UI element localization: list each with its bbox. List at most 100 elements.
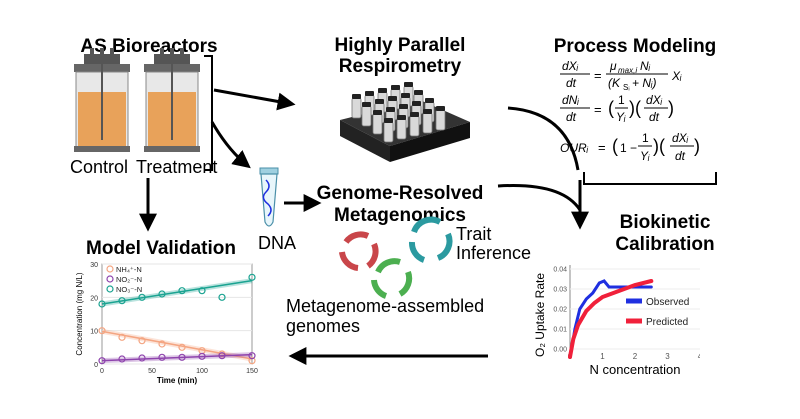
- arrow-to-respirometry: [213, 88, 296, 111]
- y-tick-label: 10: [90, 329, 98, 336]
- y-tick-label: 0.02: [553, 307, 567, 314]
- svg-text:1: 1: [642, 131, 649, 145]
- x-tick-label: 4: [698, 352, 700, 361]
- x-tick-label: 2: [633, 352, 638, 361]
- svg-text:Yᵢ: Yᵢ: [616, 110, 626, 124]
- legend-label: Predicted: [646, 317, 688, 328]
- svg-text:)(: )(: [653, 136, 665, 156]
- mag-green: [371, 258, 413, 299]
- svg-text:Nᵢ: Nᵢ: [640, 59, 651, 73]
- data-point: [158, 353, 166, 361]
- data-point: [118, 297, 126, 305]
- svg-text:dXᵢ: dXᵢ: [646, 93, 663, 107]
- svg-text:dt: dt: [566, 110, 577, 124]
- x-tick-label: 3: [665, 352, 670, 361]
- data-point: [98, 327, 106, 335]
- y-tick-label: 0.00: [553, 347, 567, 354]
- bracket-modeling: [583, 172, 717, 185]
- data-point: [98, 300, 106, 308]
- label-mag-2: genomes: [286, 316, 361, 336]
- y-axis-label: O₂ Uptake Rate: [533, 273, 547, 357]
- data-point: [248, 352, 256, 360]
- svg-text:(: (: [612, 136, 618, 156]
- mag-genomes: [339, 216, 453, 299]
- svg-text:)(: )(: [629, 98, 641, 118]
- svg-text:(K: (K: [608, 76, 621, 90]
- x-tick-label: 50: [148, 368, 156, 375]
- data-point: [118, 333, 126, 341]
- equation-2: dNᵢ dt = ( 1 Yᵢ )( dXᵢ dt ): [560, 93, 674, 124]
- header-calibration-1: Biokinetic: [619, 212, 711, 233]
- respirometer-device: [340, 82, 470, 162]
- svg-text:=: =: [598, 140, 606, 155]
- eq1-lhs: dXᵢ: [562, 59, 579, 73]
- data-point: [158, 290, 166, 298]
- equation-3: OURᵢ = ( 1 − 1 Yᵢ )( dXᵢ dt ): [560, 131, 700, 163]
- header-process-modeling: Process Modeling: [553, 36, 717, 57]
- data-point: [248, 273, 256, 281]
- data-point: [138, 354, 146, 362]
- svg-text:dt: dt: [566, 76, 577, 90]
- data-point: [178, 343, 186, 351]
- label-dna: DNA: [258, 233, 297, 253]
- mag-red: [339, 231, 379, 271]
- mag-teal: [409, 216, 453, 263]
- chart-biokinetic-calibration: 0.000.010.020.030.0401234N concentration…: [533, 265, 700, 377]
- bioreactor-control: [74, 48, 130, 152]
- data-point: [118, 355, 126, 363]
- x-tick-label: 1: [600, 352, 605, 361]
- plot-area: [101, 263, 253, 365]
- data-point: [178, 353, 186, 361]
- series-line: [568, 279, 654, 359]
- data-point: [98, 357, 106, 365]
- svg-text:max,i: max,i: [618, 66, 637, 75]
- svg-text:OURᵢ: OURᵢ: [560, 141, 589, 155]
- data-point: [198, 352, 206, 360]
- svg-text:dt: dt: [675, 149, 686, 163]
- header-calibration-2: Calibration: [615, 234, 715, 255]
- x-tick-label: 100: [196, 368, 208, 375]
- svg-text:Sᵢ: Sᵢ: [623, 83, 630, 92]
- legend-label: NO₂⁻-N: [116, 275, 142, 284]
- y-tick-label: 30: [90, 262, 98, 269]
- label-treatment: Treatment: [136, 157, 218, 177]
- data-point: [218, 293, 226, 301]
- y-tick-label: 0.04: [553, 267, 567, 274]
- svg-text:1 −: 1 −: [620, 141, 637, 155]
- x-axis-label: N concentration: [589, 362, 680, 377]
- legend-label: NO₃⁻-N: [116, 285, 142, 294]
- flow-arrows: [139, 88, 717, 365]
- y-tick-label: 0.01: [553, 327, 567, 334]
- y-axis-label: Concentration (mg N/L): [75, 272, 84, 355]
- label-trait-2: Inference: [456, 243, 532, 263]
- svg-text:+ Nᵢ): + Nᵢ): [632, 76, 657, 90]
- x-tick-label: 150: [246, 368, 258, 375]
- header-respirometry-2: Respirometry: [338, 56, 462, 77]
- svg-text:dXᵢ: dXᵢ: [672, 131, 689, 145]
- svg-text:): ): [668, 98, 674, 118]
- arrow-to-dna: [210, 121, 251, 169]
- y-tick-label: 20: [90, 295, 98, 302]
- header-model-validation: Model Validation: [86, 238, 236, 259]
- data-point: [138, 337, 146, 345]
- dna-tube: [259, 167, 279, 227]
- svg-text:dNᵢ: dNᵢ: [562, 93, 579, 107]
- fit-line: [101, 353, 253, 362]
- curve-respirometry: [507, 106, 580, 171]
- fit-line: [101, 330, 253, 360]
- legend-label: NH₄⁺-N: [116, 265, 142, 274]
- svg-text:1: 1: [618, 93, 625, 107]
- data-point: [178, 287, 186, 295]
- svg-text:Xᵢ: Xᵢ: [671, 69, 682, 83]
- data-point: [198, 287, 206, 295]
- header-respirometry-1: Highly Parallel: [334, 35, 466, 56]
- legend-label: Observed: [646, 297, 689, 308]
- svg-text:=: =: [594, 68, 602, 83]
- y-tick-label: 0.03: [553, 287, 567, 294]
- label-control: Control: [70, 157, 129, 177]
- data-point: [218, 352, 226, 360]
- curve-metagenomics: [497, 184, 582, 211]
